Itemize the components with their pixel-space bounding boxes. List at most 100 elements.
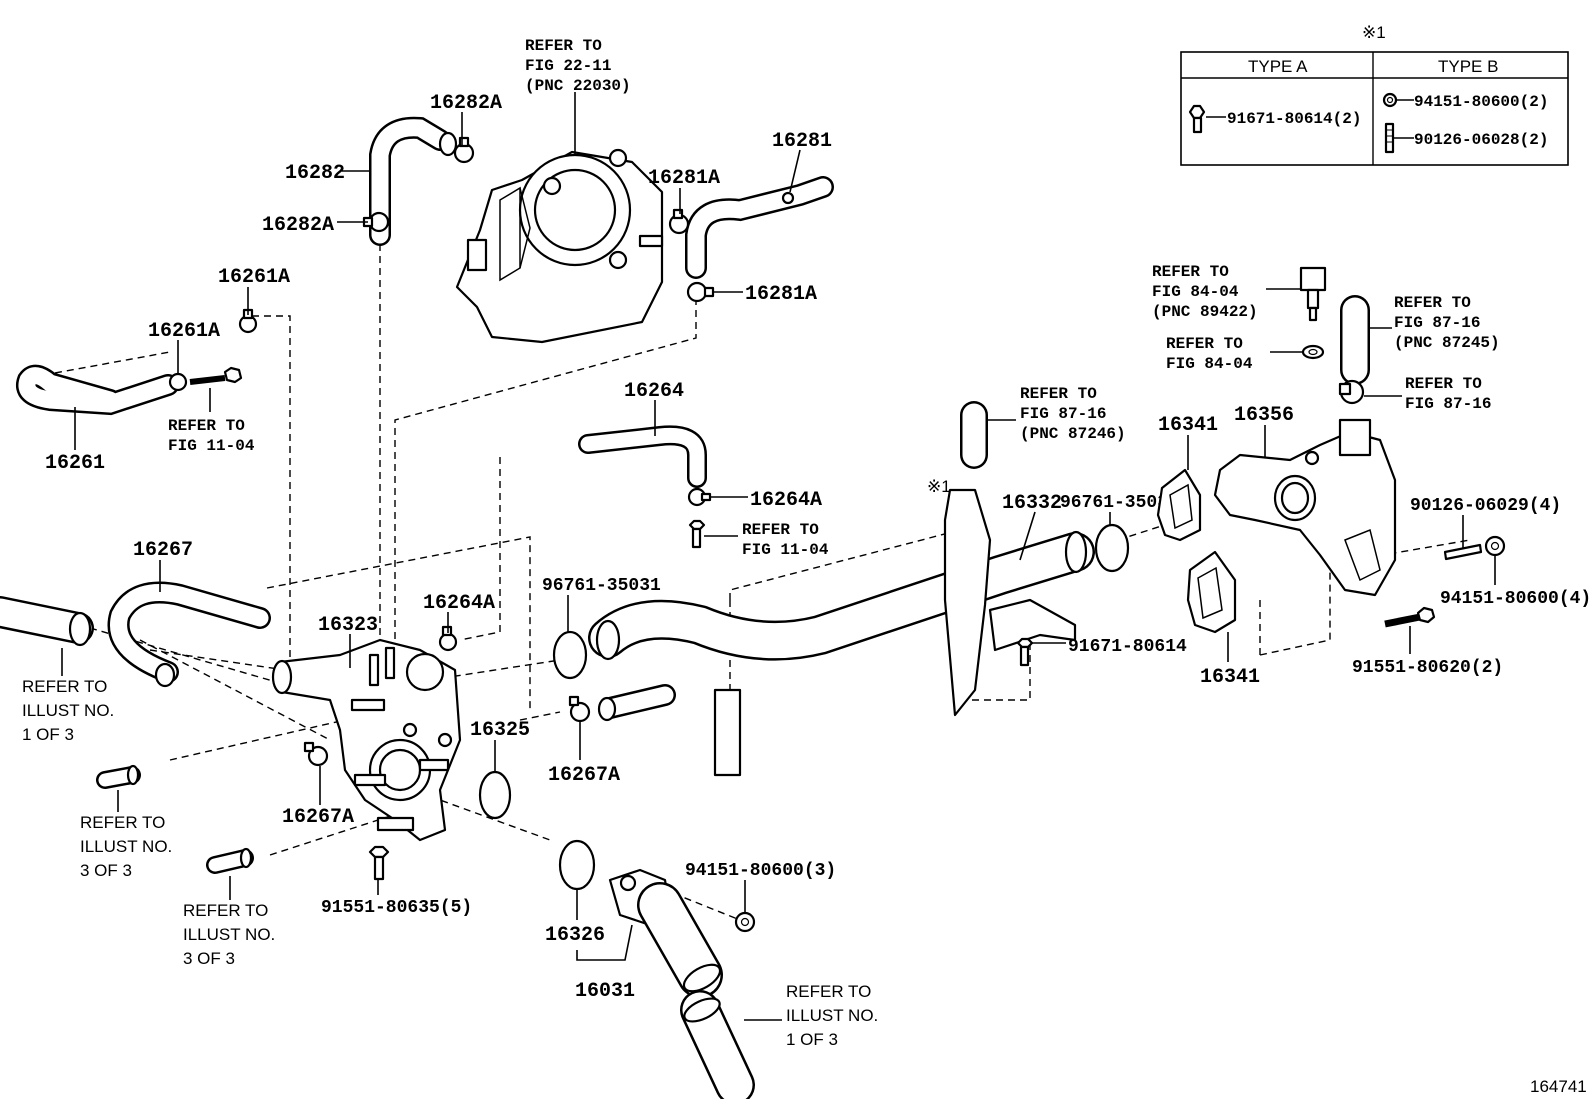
ref-fig8404-2: FIG 84-04 — [1166, 355, 1253, 373]
callout-16356: 16356 — [1234, 404, 1294, 427]
water-outlet-16323 — [271, 638, 462, 842]
ref-fig8716-1: REFER TO — [1405, 375, 1482, 393]
ref-fig8404-pnc-2: FIG 84-04 — [1152, 283, 1239, 301]
housing-16356 — [1213, 418, 1397, 597]
callout-16264A-left: 16264A — [423, 592, 495, 615]
pipe-left-mid — [96, 764, 141, 789]
ref-illust1of3-top-1: REFER TO — [22, 677, 107, 696]
ref-illust3of3-a-1: REFER TO — [80, 813, 165, 832]
callout-16267: 16267 — [133, 539, 193, 562]
ref-illust3of3-a-3: 3 OF 3 — [80, 861, 132, 880]
ref-fig8404-pnc-1: REFER TO — [1152, 263, 1229, 281]
pn-90126: 90126-06029(4) — [1410, 496, 1561, 516]
throttle-body — [455, 148, 664, 344]
callout-16341-top: 16341 — [1158, 414, 1218, 437]
washer-icon — [1301, 344, 1325, 360]
ref-fig1104a-2: FIG 11-04 — [168, 437, 255, 455]
ref-illust1of3-bottom-2: ILLUST NO. — [786, 1006, 878, 1025]
gasket-16341-low — [1186, 550, 1237, 634]
callout-16264: 16264 — [624, 380, 684, 403]
callout-16261: 16261 — [45, 452, 105, 475]
callout-16282: 16282 — [285, 162, 345, 185]
pn-96761-left: 96761-35031 — [542, 576, 661, 596]
ref-illust3of3-a-2: ILLUST NO. — [80, 837, 172, 856]
gasket-16341-top — [1156, 468, 1202, 542]
pipe-note-mark: ※1 — [927, 477, 951, 496]
table-b-part-2: 90126-06028(2) — [1414, 131, 1548, 149]
o-ring-16325 — [478, 770, 512, 820]
nut-icon — [1484, 535, 1506, 557]
ref-fig8716-245-3: (PNC 87245) — [1394, 334, 1500, 352]
stud-icon — [1443, 543, 1483, 561]
water-pipe-16332 — [588, 488, 1095, 777]
hose-16264 — [578, 425, 707, 488]
ref-throttle-2: FIG 22-11 — [525, 57, 611, 75]
callout-16282A-top: 16282A — [430, 92, 502, 115]
callout-16267A-mid: 16267A — [548, 764, 620, 787]
clamp-icon — [438, 625, 458, 652]
clamp-icon — [781, 191, 795, 205]
table-a-part: 91671-80614(2) — [1227, 110, 1361, 128]
callout-16341-low: 16341 — [1200, 666, 1260, 689]
callout-16261A-top: 16261A — [218, 266, 290, 289]
o-ring-right — [1094, 523, 1130, 573]
pn-94151-right: 94151-80600(4) — [1440, 589, 1591, 609]
clamp-icon — [1338, 379, 1365, 405]
thermostat-16031 — [608, 868, 723, 998]
callout-16323: 16323 — [318, 614, 378, 637]
type-table: ※1 TYPE A TYPE B 91671-80614(2) 94151-80… — [1180, 23, 1569, 166]
callout-16325: 16325 — [470, 719, 530, 742]
stud-icon — [1384, 122, 1395, 154]
ref-throttle-3: (PNC 22030) — [525, 77, 631, 95]
hose-16267-mid — [597, 684, 676, 722]
ref-fig8716-245-1: REFER TO — [1394, 294, 1471, 312]
ref-illust1of3-top-3: 1 OF 3 — [22, 725, 74, 744]
nut-icon — [1382, 92, 1398, 108]
clamp-icon — [303, 741, 329, 767]
clamp-icon — [168, 372, 188, 392]
hose-16281 — [685, 176, 834, 279]
ref-fig8716-246-1: REFER TO — [1020, 385, 1097, 403]
o-ring-left — [552, 630, 588, 680]
ref-fig8716-245-2: FIG 87-16 — [1394, 314, 1480, 332]
ref-fig8404-1: REFER TO — [1166, 335, 1243, 353]
clamp-icon — [687, 487, 712, 507]
callout-16264A-right: 16264A — [750, 489, 822, 512]
ref-illust3of3-b-3: 3 OF 3 — [183, 949, 235, 968]
pn-91671: 91671-80614 — [1068, 637, 1187, 657]
ref-illust1of3-top-2: ILLUST NO. — [22, 701, 114, 720]
ref-fig8404-pnc-3: (PNC 89422) — [1152, 303, 1258, 321]
callout-16282A-low: 16282A — [262, 214, 334, 237]
figure-number: 164741 — [1530, 1077, 1587, 1096]
clamp-icon — [568, 695, 591, 723]
ref-illust3of3-b-2: ILLUST NO. — [183, 925, 275, 944]
bolt-icon — [189, 366, 243, 385]
clamp-icon — [668, 208, 690, 235]
bolt-icon — [1384, 606, 1436, 628]
callout-16281: 16281 — [772, 130, 832, 153]
clamp-icon — [453, 136, 475, 164]
hose-16282 — [369, 116, 458, 246]
table-note-mark: ※1 — [1362, 23, 1386, 42]
ref-fig8716-246-3: (PNC 87246) — [1020, 425, 1126, 443]
callout-16031: 16031 — [575, 980, 635, 1003]
ref-throttle-1: REFER TO — [525, 37, 602, 55]
ref-fig8716-246-2: FIG 87-16 — [1020, 405, 1106, 423]
ref-fig1104b-1: REFER TO — [742, 521, 819, 539]
pipe-bottom — [680, 990, 755, 1099]
callout-16267A-left: 16267A — [282, 806, 354, 829]
table-b-part-1: 94151-80600(2) — [1414, 93, 1548, 111]
nut-icon — [734, 911, 756, 933]
hose-16261 — [16, 364, 179, 416]
ref-illust3of3-b-1: REFER TO — [183, 901, 268, 920]
ref-fig1104b-2: FIG 11-04 — [742, 541, 829, 559]
bolt-icon — [1188, 104, 1206, 134]
ref-illust1of3-bottom-3: 1 OF 3 — [786, 1030, 838, 1049]
ref-fig1104a-1: REFER TO — [168, 417, 245, 435]
pipe-left-low — [206, 847, 254, 874]
pipe-left-top — [0, 596, 94, 647]
bolt-icon — [368, 845, 390, 881]
table-col-b: TYPE B — [1438, 57, 1498, 76]
pn-96761-right: 96761-35031 — [1060, 493, 1179, 513]
callout-16261A-mid: 16261A — [148, 320, 220, 343]
